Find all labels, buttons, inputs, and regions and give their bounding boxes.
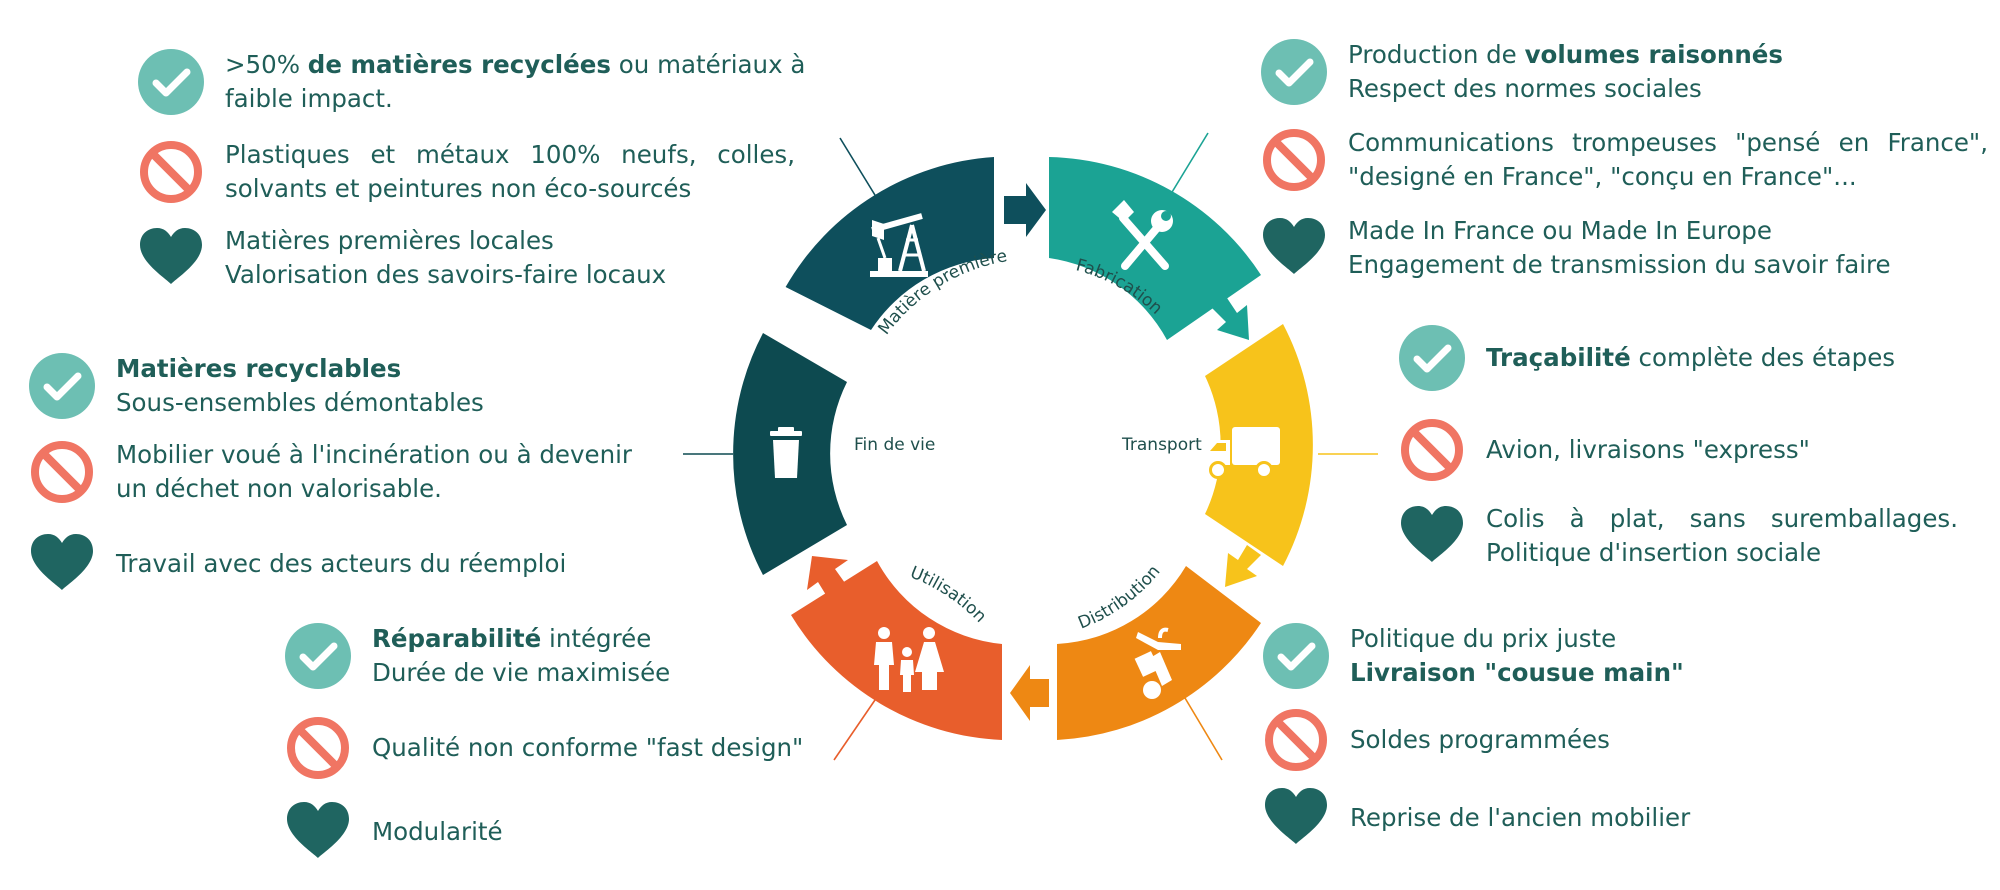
list-item-heart: Reprise de l'ancien mobilier [1262, 784, 1690, 852]
forbidden-icon [284, 714, 352, 782]
heart-icon [1262, 784, 1330, 852]
list-item-text: Politique du prix juste [1350, 624, 1617, 653]
list-item-check: Réparabilité intégrée Durée de vie maxim… [284, 622, 670, 690]
list-item-heart: Matières premières locales Valorisation … [137, 224, 666, 292]
list-item-text: Livraison "cousue main" [1350, 658, 1684, 687]
list-item-text: >50% de matières recyclées ou matériaux … [225, 50, 806, 79]
list-item-text: Avion, livraisons "express" [1486, 435, 1810, 464]
list-item-text: Traçabilité complète des étapes [1486, 343, 1896, 372]
list-item-forbidden: Mobilier voué à l'incinération ou à deve… [28, 438, 632, 506]
segment-label-transport: Transport [1121, 435, 1202, 455]
tools-icon [1112, 200, 1173, 270]
forbidden-icon [1260, 126, 1328, 194]
list-item-text: Mobilier voué à l'incinération ou à deve… [116, 440, 632, 469]
heart-icon [1398, 502, 1466, 570]
list-item-text: Qualité non conforme "fast design" [372, 733, 804, 762]
list-item-check: Matières recyclables Sous-ensembles démo… [28, 352, 484, 420]
hand-truck-icon [1134, 627, 1181, 699]
family-icon [874, 627, 944, 692]
list-item-text: Communications trompeuses "pensé en Fran… [1348, 128, 1988, 157]
truck-icon [1204, 427, 1280, 479]
check-icon [137, 48, 205, 116]
arrow-down-right-icon [1212, 298, 1249, 340]
arrow-down-left-icon [1225, 545, 1261, 587]
list-item-check: Traçabilité complète des étapes [1398, 324, 1895, 392]
connector-utilisation [833, 699, 876, 761]
check-icon [1398, 324, 1466, 392]
connector-fabrication [1165, 132, 1209, 203]
list-item-text: solvants et peintures non éco-sourcés [225, 174, 692, 203]
list-item-text: Durée de vie maximisée [372, 658, 671, 687]
forbidden-icon [1262, 706, 1330, 774]
list-item-heart: Colis à plat, sans suremballages. Politi… [1398, 502, 1958, 570]
heart-icon [1260, 214, 1328, 282]
forbidden-icon [1398, 416, 1466, 484]
list-item-text: Valorisation des savoirs-faire locaux [225, 260, 667, 289]
list-item-heart: Travail avec des acteurs du réemploi [28, 530, 566, 598]
check-icon [28, 352, 96, 420]
forbidden-icon [137, 138, 205, 206]
list-item-text: Reprise de l'ancien mobilier [1350, 803, 1691, 832]
list-item-text: Made In France ou Made In Europe [1348, 216, 1772, 245]
list-item-text: Sous-ensembles démontables [116, 388, 484, 417]
arrow-up-left-icon [807, 556, 848, 595]
list-item-forbidden: Communications trompeuses "pensé en Fran… [1260, 126, 1988, 194]
list-item-heart: Made In France ou Made In Europe Engagem… [1260, 214, 1891, 282]
oil-pump-icon [870, 213, 928, 277]
list-item-forbidden: Qualité non conforme "fast design" [284, 714, 803, 782]
arrow-left-icon [1010, 665, 1049, 721]
list-item-text: Colis à plat, sans suremballages. [1486, 504, 1958, 533]
check-icon [284, 622, 352, 690]
forbidden-icon [28, 438, 96, 506]
heart-icon [137, 224, 205, 292]
list-item-text: faible impact. [225, 84, 393, 113]
list-item-heart: Modularité [284, 798, 503, 866]
flow-arrows [807, 183, 1261, 721]
list-item-text: Soldes programmées [1350, 725, 1610, 754]
list-item-text: Production de volumes raisonnés [1348, 40, 1783, 69]
list-item-text: un déchet non valorisable. [116, 474, 442, 503]
list-item-text: Politique d'insertion sociale [1486, 538, 1822, 567]
list-item-forbidden: Soldes programmées [1262, 706, 1610, 774]
heart-icon [284, 798, 352, 866]
list-item-text: Respect des normes sociales [1348, 74, 1702, 103]
list-item-text: Engagement de transmission du savoir fai… [1348, 250, 1891, 279]
list-item-text: Plastiques et métaux 100% neufs, colles, [225, 140, 795, 169]
list-item-check: Production de volumes raisonnés Respect … [1260, 38, 1783, 106]
list-item-text: Modularité [372, 817, 503, 846]
check-icon [1262, 622, 1330, 690]
list-item-check: Politique du prix juste Livraison "cousu… [1262, 622, 1684, 690]
list-item-text: Matières premières locales [225, 226, 554, 255]
list-item-text: Travail avec des acteurs du réemploi [116, 549, 567, 578]
list-item-text: Matières recyclables [116, 354, 402, 383]
connector-matiere [839, 137, 879, 201]
connector-distribution [1184, 697, 1223, 761]
segment-matiere-premiere [785, 157, 994, 330]
check-icon [1260, 38, 1328, 106]
segment-utilisation [791, 561, 1002, 740]
heart-icon [28, 530, 96, 598]
list-item-text: Réparabilité intégrée [372, 624, 652, 653]
connector-lines [683, 132, 1378, 761]
list-item-forbidden: Avion, livraisons "express" [1398, 416, 1810, 484]
list-item-forbidden: Plastiques et métaux 100% neufs, colles,… [137, 138, 795, 206]
list-item-text: "designé en France", "conçu en France"..… [1348, 162, 1857, 191]
list-item-check: >50% de matières recyclées ou matériaux … [137, 48, 805, 116]
arrow-right-icon [1004, 183, 1046, 237]
trash-bin-icon [770, 427, 802, 478]
segment-label-fin-de-vie: Fin de vie [854, 435, 935, 455]
